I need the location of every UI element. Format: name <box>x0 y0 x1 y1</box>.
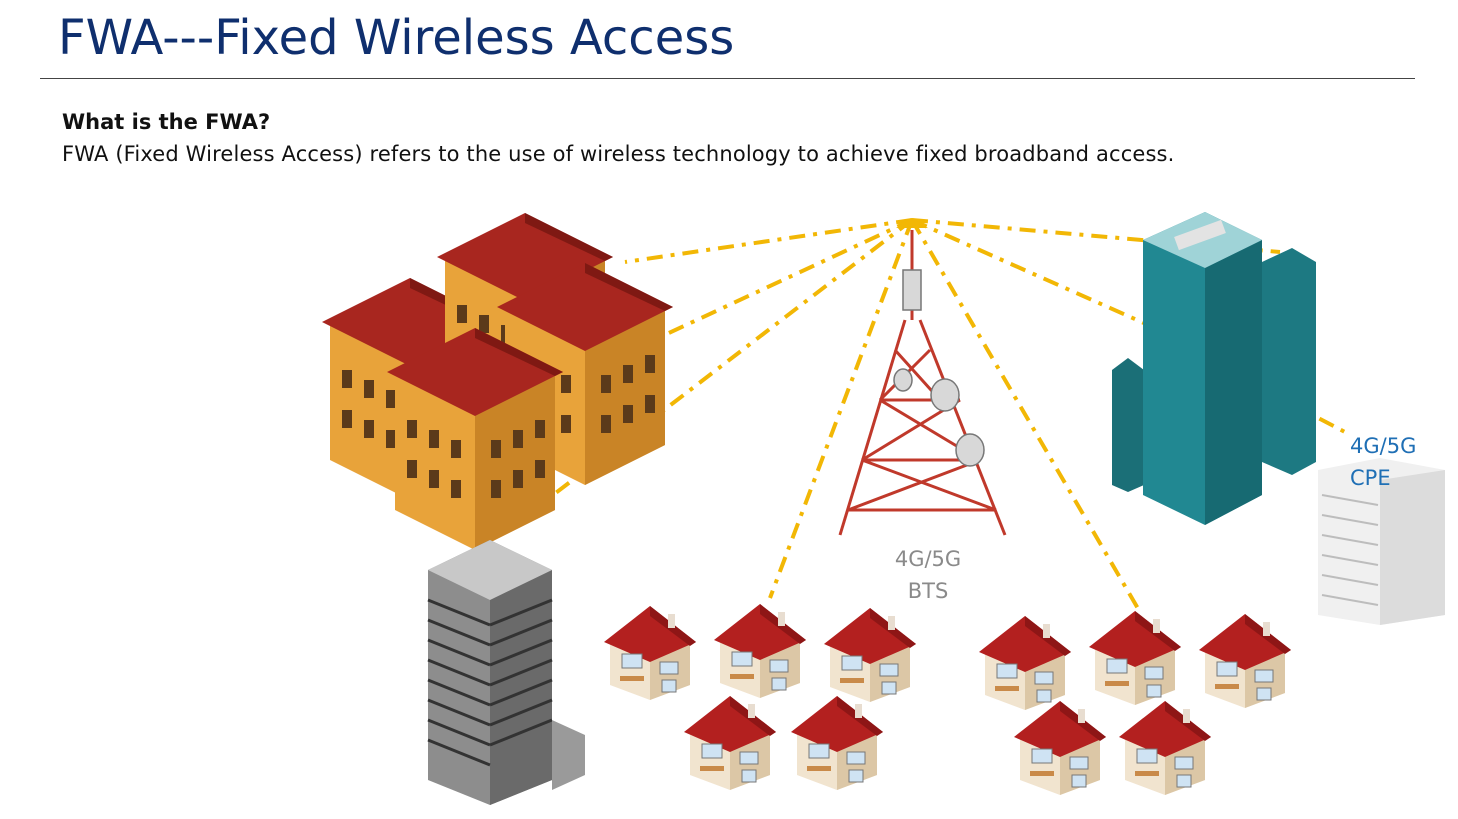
bts-tower <box>838 230 1007 536</box>
definition-text: FWA (Fixed Wireless Access) refers to th… <box>62 142 1175 166</box>
houses-right <box>978 610 1292 796</box>
tower-beacon <box>896 218 928 228</box>
teal-skyscrapers <box>1112 212 1316 525</box>
bts-label-line2: BTS <box>907 579 949 603</box>
slide-title: FWA---Fixed Wireless Access <box>58 10 735 66</box>
bts-label-line1: 4G/5G <box>894 547 962 571</box>
bts-label: 4G/5G BTS <box>878 543 978 607</box>
title-divider <box>40 78 1415 79</box>
apartment-cluster <box>322 213 673 550</box>
office-building <box>427 540 585 805</box>
cpe-label: 4G/5G CPE <box>1350 430 1416 494</box>
question-heading: What is the FWA? <box>62 110 271 134</box>
cpe-label-line2: CPE <box>1350 466 1391 490</box>
cpe-building <box>1318 458 1445 625</box>
cpe-label-line1: 4G/5G <box>1350 434 1417 458</box>
houses-left <box>603 603 917 791</box>
